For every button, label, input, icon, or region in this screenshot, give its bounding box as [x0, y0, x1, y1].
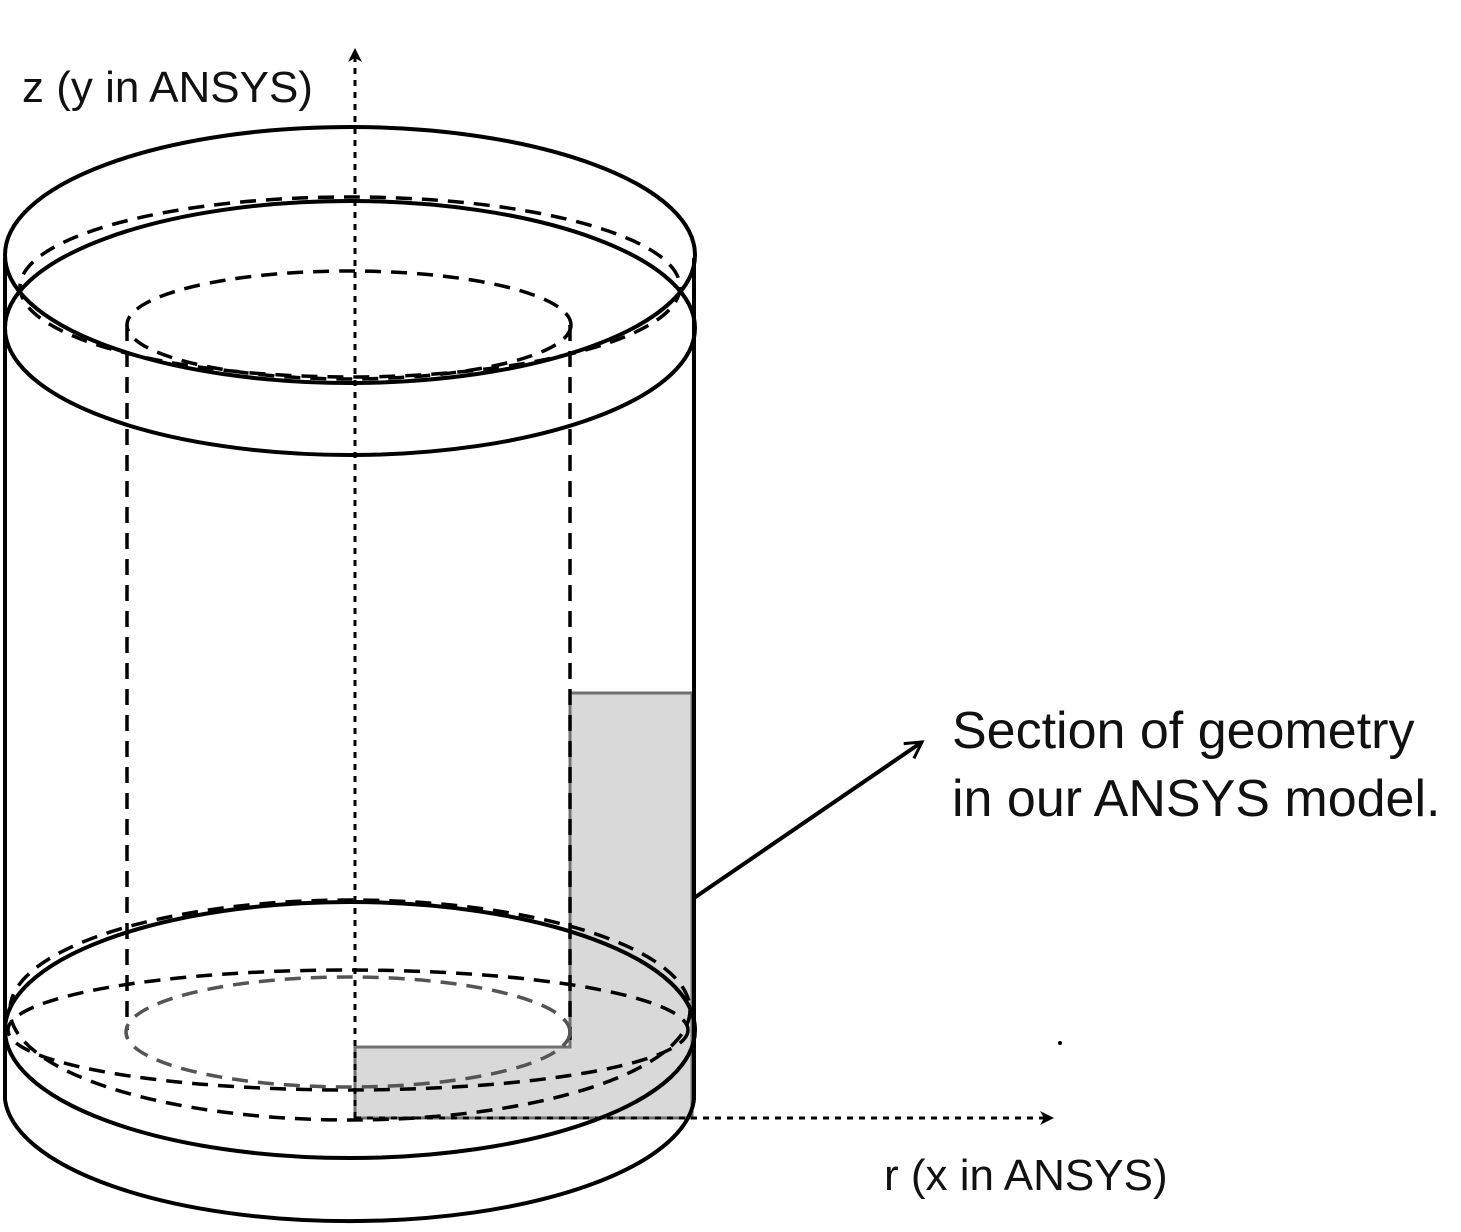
top-rim-ellipse	[3, 125, 697, 385]
speck-dot	[1058, 1041, 1062, 1045]
z-axis-label: z (y in ANSYS)	[22, 63, 313, 112]
base-front-arc	[3, 1099, 696, 1224]
bottom-rim-ellipse	[3, 900, 697, 1160]
top-outer-hidden-ellipse	[18, 195, 682, 379]
top-lower-ellipse	[3, 199, 697, 457]
callout-label-line1: Section of geometry	[952, 702, 1414, 760]
bottom-mid-hidden-ellipse	[6, 968, 690, 1092]
r-axis-label: r (x in ANSYS)	[884, 1151, 1168, 1200]
callout-label-line2: in our ANSYS model.	[952, 770, 1440, 828]
bottom-inner-hidden-ellipse	[124, 975, 572, 1089]
top-inner-hidden-ellipse	[125, 269, 573, 381]
callout-arrow	[692, 740, 925, 900]
